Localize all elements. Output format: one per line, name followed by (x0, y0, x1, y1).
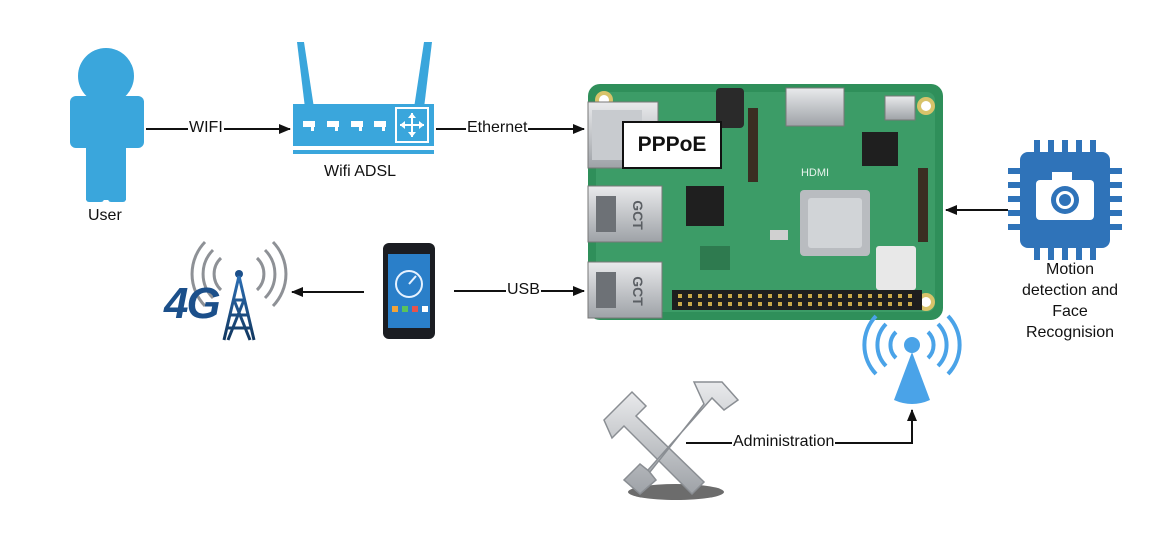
ethernet-link-label: Ethernet (466, 119, 529, 137)
user-label: User (88, 207, 122, 224)
camera-label-line2: detection and (1021, 282, 1119, 299)
cell-tower-icon (190, 240, 288, 341)
tools-icon (603, 381, 740, 500)
usb-link-label: USB (506, 281, 541, 299)
hdmi-label: HDMI (801, 167, 829, 179)
user-icon (70, 48, 144, 202)
fourg-label: 4G (164, 279, 221, 328)
pppoe-label: PPPoE (622, 121, 722, 169)
camera-label-line3: Face (1052, 303, 1088, 320)
wifi-link-label: WIFI (188, 119, 224, 137)
camera-label: Motion detection and Face Recognision (1010, 259, 1130, 343)
wifi-antenna-icon (862, 314, 962, 404)
router-icon (293, 42, 434, 154)
camera-label-line4: Recognision (1025, 324, 1115, 341)
router-label: Wifi ADSL (324, 163, 397, 180)
camera-label-line1: Motion (1045, 261, 1095, 278)
administration-link-label: Administration (732, 433, 836, 451)
usb-port-label: GCT (630, 276, 646, 306)
smartphone-icon (383, 243, 435, 339)
usb-port-label: GCT (630, 200, 646, 230)
camera-chip-icon (1008, 140, 1122, 260)
raspberry-pi-board: GCT GCT HDMI (587, 84, 943, 320)
